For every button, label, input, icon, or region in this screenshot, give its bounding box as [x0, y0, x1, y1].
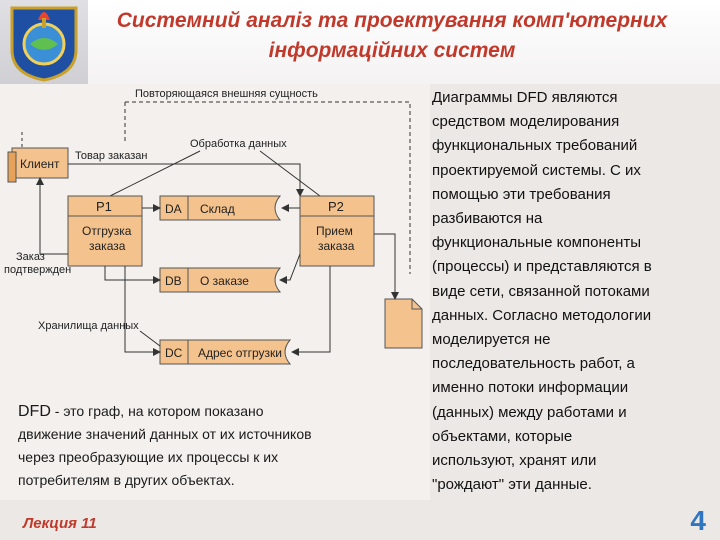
header-logo-area [0, 0, 88, 84]
p1-id: P1 [96, 199, 112, 214]
p2-name-1: Прием [316, 224, 353, 238]
store-db-name: О заказе [200, 274, 249, 288]
desc-line: "рождают" эти данные. [432, 476, 592, 494]
store-dc-id: DC [165, 346, 183, 360]
p1-name-2: заказа [89, 239, 126, 253]
label-external-entity: Повторяющаяся внешняя сущность [135, 88, 318, 100]
p1-name-1: Отгрузка [82, 224, 132, 238]
label-goods-ordered: Товар заказан [75, 150, 147, 162]
flow-order-placed [68, 163, 304, 197]
desc-line: функциональных требований [432, 137, 638, 155]
desc-line: разбиваются на [432, 210, 543, 228]
definition-term: DFD [18, 403, 51, 420]
desc-line: Диаграммы DFD являются [432, 89, 618, 106]
process-p2 [299, 195, 375, 267]
process-p1 [67, 195, 143, 267]
dfd-description: Диаграммы DFD являются средством моделир… [432, 86, 717, 497]
external-entity-repeat [384, 298, 423, 349]
definition-line-3: через преобразующие их процессы к их [18, 449, 279, 465]
label-order-confirmed-2: подтвержден [4, 264, 71, 276]
processing-pointer [109, 150, 321, 197]
desc-line: виде сети, связанной потоками [432, 282, 650, 300]
client-entity-shadow [7, 151, 17, 183]
dfd-diagram: Повторяющаяся внешняя сущность Обработка… [4, 88, 423, 365]
page-number: 4 [690, 505, 706, 536]
client-label: Клиент [20, 157, 60, 171]
p2-name-2: заказа [318, 239, 355, 253]
desc-line: именно потоки информации [432, 379, 629, 397]
desc-line: моделируется не [432, 331, 551, 349]
desc-line: данных. Согласно методологии [432, 306, 652, 324]
desc-line: объектами, которые [432, 427, 573, 445]
definition-line-1: - это граф, на котором показано [50, 403, 264, 419]
definition-line-4: потребителям в других объектах. [18, 472, 235, 488]
store-dc [159, 339, 292, 365]
desc-line: помощью эти требования [432, 185, 611, 203]
title-line-1: Системний аналіз та проектування комп'ют… [116, 9, 668, 32]
desc-line: функциональные компоненты [432, 234, 642, 252]
definition-line-2: движение значений данных от их источнико… [18, 426, 312, 442]
p2-id: P2 [328, 199, 344, 214]
desc-line: используют, хранят или [432, 452, 597, 470]
desc-line: последовательность работ, а [432, 355, 635, 373]
desc-line: (данных) между работами и [432, 403, 627, 421]
slide-title: Системний аналіз та проектування комп'ют… [92, 6, 692, 66]
slide-header: Системний аналіз та проектування комп'ют… [0, 0, 720, 84]
desc-line: (процессы) и представляются в [432, 258, 652, 276]
label-processing: Обработка данных [190, 138, 287, 150]
store-da-id: DA [165, 202, 182, 216]
store-db-id: DB [165, 274, 182, 288]
store-da-name: Склад [200, 202, 235, 216]
flow-order-confirmed [36, 177, 68, 255]
lecture-label: Лекция 11 [23, 515, 97, 532]
store-dc-name: Адрес отгрузки [198, 346, 282, 360]
repeat-entity-link [124, 101, 411, 274]
desc-line: средством моделирования [432, 113, 620, 131]
title-line-2: інформаційних систем [268, 39, 516, 62]
desc-line: проектируемой системы. С их [432, 161, 641, 179]
label-order-confirmed-1: Заказ [16, 251, 45, 263]
store-da [159, 195, 282, 221]
store-db [159, 267, 282, 293]
label-data-stores: Хранилища данных [38, 320, 139, 332]
footer-lecture: Лекция 11 [15, 513, 125, 535]
university-logo-icon [10, 6, 78, 82]
dfd-definition: DFD - это граф, на котором показано движ… [18, 400, 426, 492]
